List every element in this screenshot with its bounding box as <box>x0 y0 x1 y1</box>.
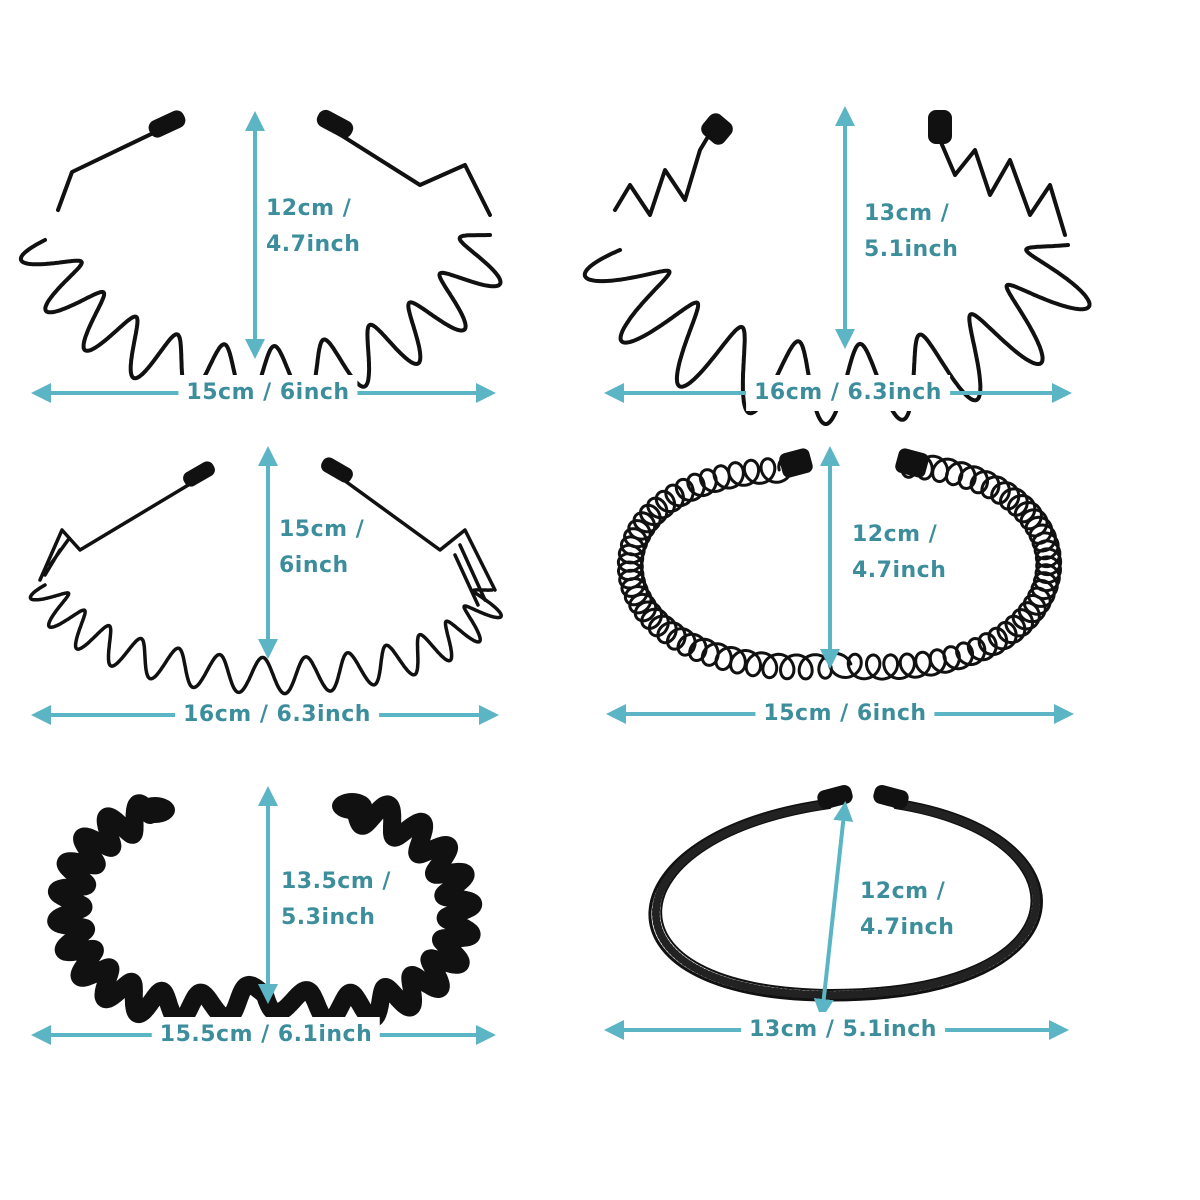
headband-3-right-arm-2 <box>453 543 487 607</box>
headband-6-height-label: 12cm /4.7inch <box>860 879 955 940</box>
headband-3-left-arm-2 <box>43 538 70 577</box>
headband-3-width-label: 16cm / 6.3inch <box>175 697 379 733</box>
headband-1-left-arm <box>56 123 172 212</box>
headband-5-height-label: 13.5cm /5.3inch <box>281 869 391 930</box>
headband-6-left-tip <box>817 784 853 810</box>
headband-6-right-tip <box>873 784 909 810</box>
headband-3-right-arm <box>328 468 497 592</box>
headband-4-left-tip <box>779 448 813 478</box>
headband-4-band <box>616 452 1063 681</box>
headband-3-left-tip <box>183 461 215 487</box>
headband-2-right-tip <box>928 110 952 144</box>
headband-4-right-tip <box>895 448 929 478</box>
headband-6-band <box>648 798 1043 1002</box>
headband-2-right-arm <box>938 138 1067 237</box>
headband-6-band-inner <box>660 807 1033 991</box>
headband-2-width-label: 16cm / 6.3inch <box>746 375 950 411</box>
headband-5-band <box>47 794 483 1030</box>
headband-2-left-tip <box>701 113 733 145</box>
headband-3-wave <box>28 457 503 696</box>
headband-2-height-label: 13cm /5.1inch <box>864 201 959 262</box>
headband-1-width-label: 15cm / 6inch <box>178 375 358 411</box>
headband-1-height-label: 12cm /4.7inch <box>266 196 361 257</box>
headband-2-wave <box>582 110 1092 426</box>
headband-3-left-arm <box>38 476 202 582</box>
headband-4-height-label: 12cm /4.7inch <box>852 522 947 583</box>
headband-4-coil <box>616 448 1063 681</box>
headband-6-width-label: 13cm / 5.1inch <box>741 1012 945 1048</box>
headband-6-height-arrow <box>813 801 854 1019</box>
headband-1-left-tip <box>148 110 186 138</box>
headband-3-right-tip <box>321 457 353 483</box>
headband-5-left-tip <box>135 797 175 823</box>
headband-6-band-coil <box>652 800 1041 999</box>
headband-5-width-label: 15.5cm / 6.1inch <box>151 1017 381 1053</box>
headband-6-spring <box>648 784 1043 1002</box>
headband-3-height-label: 15cm /6inch <box>279 517 365 578</box>
headband-1-wave <box>18 109 503 405</box>
headband-1-band <box>18 233 503 405</box>
headband-5-right-tip <box>332 793 372 819</box>
headband-1-right-tip <box>316 109 354 139</box>
headband-1-right-arm <box>323 123 492 217</box>
headband-5-flat-wave <box>47 793 483 1030</box>
headband-2-left-arm <box>613 128 714 217</box>
headband-3-band <box>28 583 503 696</box>
headband-4-width-label: 15cm / 6inch <box>755 696 935 732</box>
